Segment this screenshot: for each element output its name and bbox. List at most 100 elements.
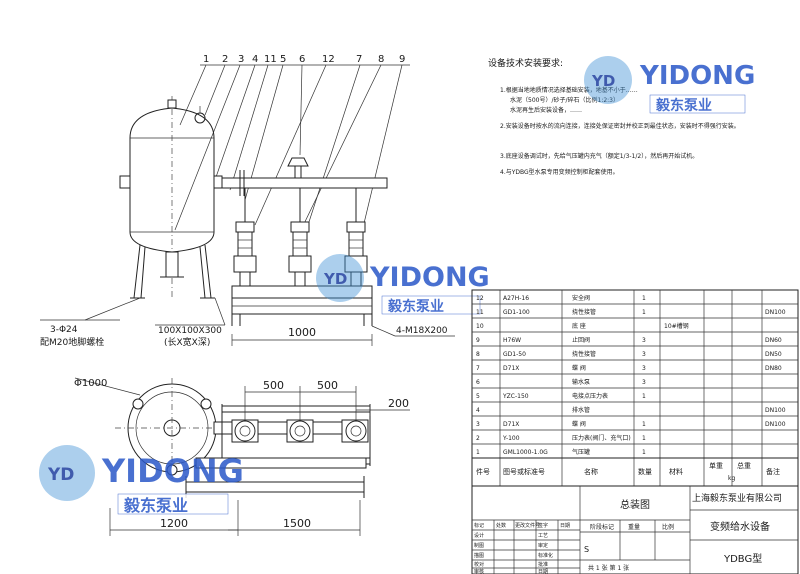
requirements-notes: 设备技术安装要求: 1.根据当地地质情况选择基础安装，地基不小于…… 水泥（50… <box>488 57 740 176</box>
logo-watermark-top: YD YIDONG 毅东泵业 <box>584 56 755 114</box>
role2-standard: 标准化 <box>538 552 553 559</box>
dim-tank-diameter: Φ1000 <box>74 378 107 389</box>
logo-badge-text: YD <box>323 270 347 288</box>
logo-badge-icon <box>39 445 95 501</box>
rev-h-mark: 标记 <box>474 522 484 529</box>
bom-header-material: 材料 <box>669 467 683 476</box>
callout-9: 9 <box>399 54 405 65</box>
rev-h-docno: 更改文件号 <box>515 522 540 529</box>
pressure-tank <box>119 96 223 300</box>
bom-cell-code: D71X <box>503 365 519 372</box>
pad-size: 100X100X300 <box>158 326 222 336</box>
requirements-title: 设备技术安装要求: <box>488 57 563 69</box>
bom-cell-qty: 1 <box>642 435 646 442</box>
req-item-3: 3.底座设备调试时，先给气压罐内充气（额定1/3-1/2），然后再开始试机。 <box>500 152 698 160</box>
req-item-1c: 水泥再生后安装设备，…… <box>510 106 582 114</box>
bom-cell-code: D71X <box>503 421 519 428</box>
callout-7: 7 <box>356 54 362 65</box>
base-bolts: 4-M18X200 <box>396 326 448 336</box>
req-item-4: 4.与YDBG型水泵专用变频控制柜配套使用。 <box>500 168 619 176</box>
drawing-type: 总装图 <box>620 498 650 511</box>
bom-cell-code: GML1000-1.0G <box>503 449 548 456</box>
callout-12: 12 <box>322 54 335 65</box>
pad-note: (长X宽X深) <box>164 336 210 348</box>
bom-cell-code: A27H-16 <box>503 295 529 302</box>
callout-8: 8 <box>378 54 384 65</box>
callout-5: 5 <box>280 54 286 65</box>
bom-cell-name: 底 座 <box>572 322 586 330</box>
logo-watermark-center: YD YIDONG 毅东泵业 <box>316 254 490 315</box>
role2-date: 日期 <box>538 569 548 574</box>
leg-anchor-bolt: 配M20地脚螺栓 <box>40 336 104 348</box>
bom-cell-name: 安全阀 <box>572 294 590 302</box>
dim-plan-width-right: 1500 <box>283 517 311 530</box>
bom-cell-qty: 1 <box>642 295 646 302</box>
bom-cell-name: 压力表(阀门、充气口) <box>572 434 631 442</box>
plan-pump-2 <box>286 419 314 443</box>
pump-unit-3 <box>344 188 368 287</box>
scale-label: 比例 <box>662 523 674 531</box>
weight-label: 重量 <box>628 523 640 531</box>
bom-cell-code: YZC-150 <box>502 393 529 400</box>
rev-h-date: 日期 <box>560 523 570 529</box>
product-model: YDBG型 <box>723 552 762 565</box>
bom-cell-qty: 3 <box>642 337 646 344</box>
dim-base-width: 1000 <box>288 326 316 339</box>
bom-cell-name: 蝶 阀 <box>572 420 586 428</box>
bom-weight-unit: kg <box>728 475 735 482</box>
bom-cell-qty: 3 <box>642 365 646 372</box>
role-review: 审核 <box>474 568 484 574</box>
logo-cn-name: 毅东泵业 <box>123 496 188 515</box>
logo-badge-icon <box>584 56 632 104</box>
product-name: 变频给水设备 <box>710 520 770 533</box>
logo-brand: YIDONG <box>101 452 244 490</box>
bom-header-qty: 数量 <box>638 467 652 476</box>
req-item-1b: 水泥（500号）/砂子/碎石（比例1:2:3） <box>510 96 619 104</box>
callout-2: 2 <box>222 54 228 65</box>
dim-side-offset: 200 <box>388 397 409 410</box>
req-item-1: 1.根据当地地质情况选择基础安装，地基不小于…… <box>500 86 638 94</box>
company-name: 上海毅东泵业有限公司 <box>692 492 782 504</box>
logo-cn-name: 毅东泵业 <box>387 298 444 315</box>
bom-cell-no: 8 <box>476 351 480 358</box>
bom-cell-name: 挠性接管 <box>572 308 596 316</box>
bom-cell-note: DN80 <box>765 365 782 372</box>
bom-header-unit-weight: 单重 <box>709 461 723 470</box>
outlet-header <box>221 157 388 196</box>
callout-6: 6 <box>299 54 305 65</box>
bom-cell-qty: 3 <box>642 379 646 386</box>
bom-cell-no: 3 <box>476 421 480 428</box>
dim-pump-spacing-2: 500 <box>317 379 338 392</box>
bom-cell-no: 2 <box>476 435 480 442</box>
pump-unit-1 <box>233 188 257 287</box>
bom-cell-no: 11 <box>476 309 484 316</box>
req-item-2: 2.安装设备时按水的流向连接，连接处保证密封并校正到最佳状态，安装时不得强行安装… <box>500 122 740 130</box>
bom-cell-no: 1 <box>476 449 480 456</box>
bom-cell-name: 电接点压力表 <box>572 392 608 400</box>
base-frame: 1000 <box>231 285 373 346</box>
bom-cell-qty: 1 <box>642 449 646 456</box>
plan-pump-3 <box>341 419 369 443</box>
role2-ratify: 批准 <box>538 561 548 568</box>
logo-badge-text: YD <box>47 465 74 485</box>
bom-header-note: 备注 <box>766 467 780 476</box>
bom-cell-mat: 10#槽钢 <box>664 322 689 330</box>
leg-bolt-count: 3-Φ24 <box>50 325 78 335</box>
bom-cell-no: 12 <box>476 295 484 302</box>
callout-numbers: 1 2 3 4 11 5 6 12 7 8 9 <box>200 54 410 66</box>
bom-cell-name: 输水泵 <box>572 378 590 386</box>
bom-cell-qty: 1 <box>642 309 646 316</box>
bom-cell-name: 气压罐 <box>572 448 590 456</box>
callout-4: 4 <box>252 54 258 65</box>
bom-header-total-weight: 总重 <box>737 461 751 470</box>
role-check: 校对 <box>474 561 484 568</box>
bom-header-code: 图号或标准号 <box>503 467 545 476</box>
bom-cell-no: 9 <box>476 337 480 344</box>
callout-3: 3 <box>238 54 244 65</box>
bom-cell-note: DN100 <box>765 421 786 428</box>
sheet-count: 共 1 张 第 1 张 <box>588 564 629 572</box>
bom-cell-code: GD1-50 <box>503 351 526 358</box>
bom-header-no: 件号 <box>476 467 490 476</box>
bom-cell-note: DN50 <box>765 351 782 358</box>
